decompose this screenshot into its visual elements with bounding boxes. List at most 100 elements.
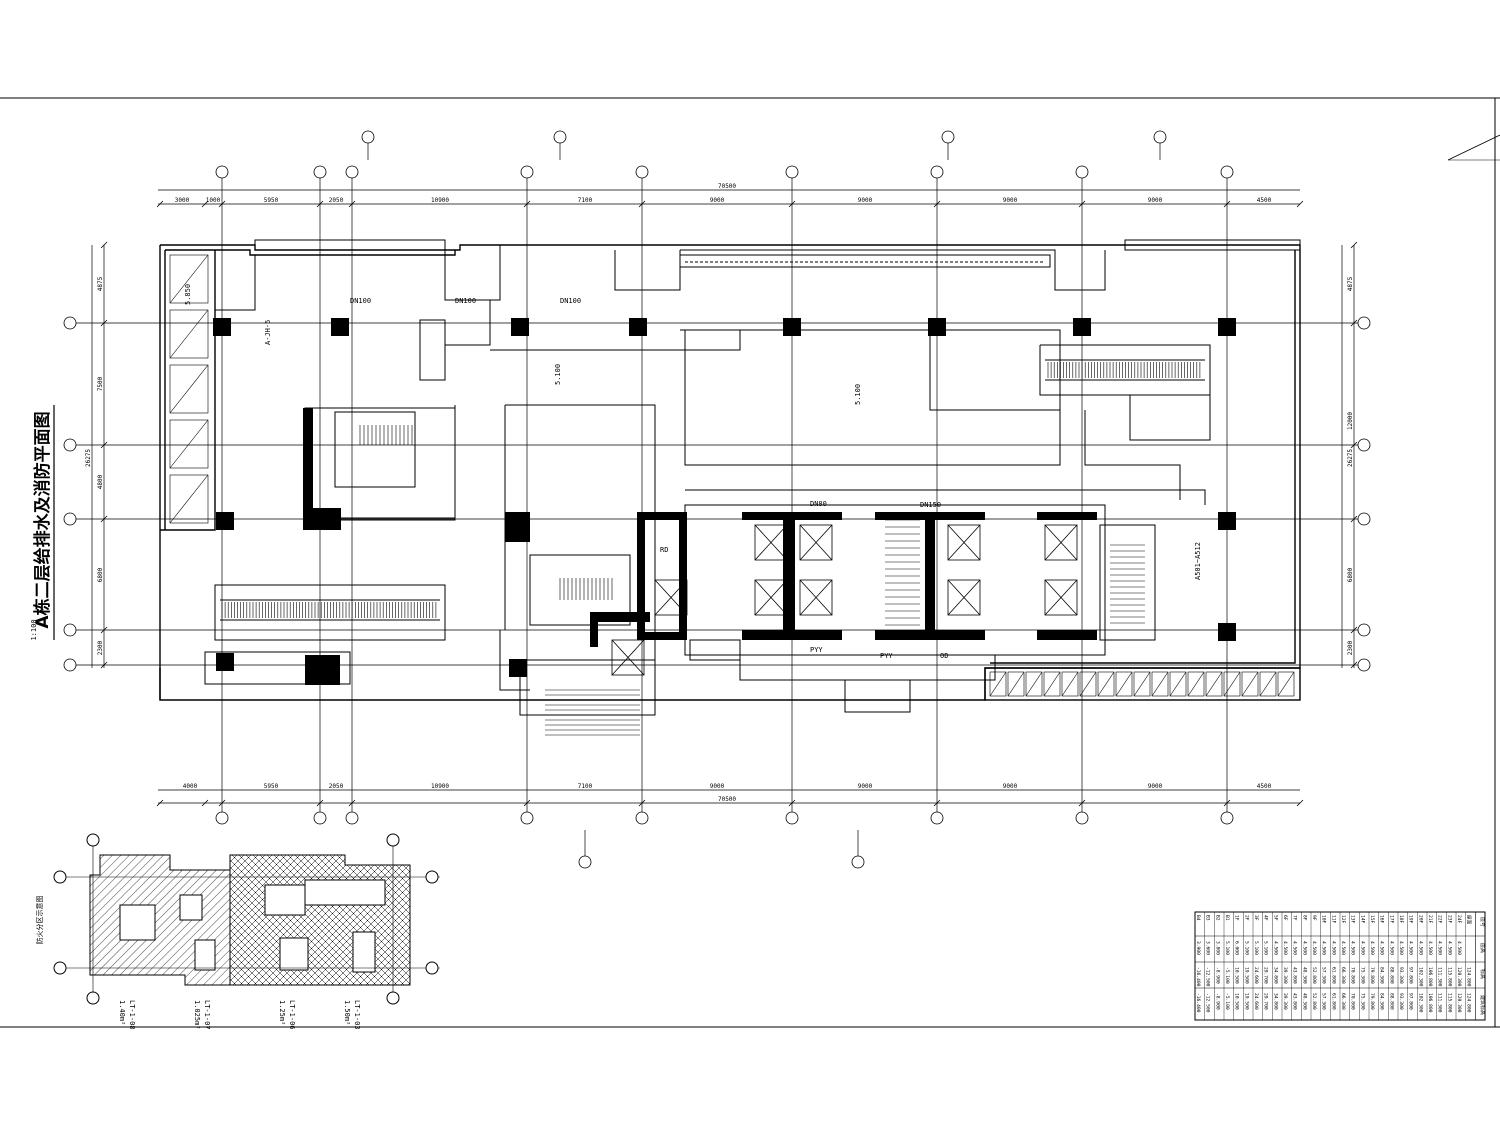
table-cell: 34.800 (1272, 993, 1278, 1010)
zone-name: LT-1-07 (203, 1000, 211, 1030)
table-cell: 3.800 (1214, 941, 1220, 955)
table-cell: B2 (1214, 915, 1220, 921)
column (629, 318, 647, 336)
table-cell: 12F (1340, 915, 1346, 924)
table-cell: 4.500 (1408, 941, 1414, 955)
axis-bubble (215, 165, 229, 179)
elevator-car (611, 639, 645, 676)
table-cell: 57.300 (1321, 993, 1327, 1010)
section-bubble (578, 855, 592, 869)
column (783, 318, 801, 336)
table-cell: 6.000 (1234, 941, 1240, 955)
label-dn80: DN80 (810, 500, 827, 508)
section-bubble (941, 130, 955, 144)
table-cell: 106.800 (1427, 993, 1433, 1013)
grid-axis-bubbles (63, 130, 1371, 869)
table-cell: 3F (1253, 915, 1259, 921)
elevator-car (799, 579, 833, 616)
table-cell: 111.300 (1437, 967, 1443, 987)
elevator-cars (611, 524, 1078, 676)
plan-title: A栋二层给排水及消防平面图 (32, 411, 53, 628)
table-cell: 10F (1321, 915, 1327, 924)
table-cell: 4F (1263, 915, 1269, 921)
grid-lines-vertical (221, 175, 1228, 815)
dim-left: 7500 (97, 376, 104, 391)
elevator-car (799, 524, 833, 561)
table-cell: 39.300 (1282, 967, 1288, 984)
table-cell: 102.300 (1417, 993, 1423, 1013)
overall-dim-bottom: 70500 (718, 796, 736, 803)
dim-right: 4875 (1347, 276, 1354, 291)
stairs-and-escalators (221, 362, 1201, 736)
zone-name: LT-1-08 (128, 1000, 136, 1030)
table-cell: 4.500 (1330, 941, 1336, 955)
table-cell: 4.500 (1369, 941, 1375, 955)
table-cell: 97.800 (1408, 967, 1414, 984)
table-cell: 15F (1369, 915, 1375, 924)
table-cell: -8.900 (1214, 967, 1220, 984)
label-dn100-b: DN100 (350, 297, 371, 305)
table-cell: 70.800 (1350, 993, 1356, 1010)
axis-bubble (635, 811, 649, 825)
table-cell: 4.500 (1446, 941, 1452, 955)
table-cell: 5.100 (1224, 941, 1230, 955)
grid-lines-horizontal (72, 322, 1362, 666)
axis-bubble (1357, 438, 1371, 452)
column (928, 318, 946, 336)
table-cell: -12.500 (1205, 993, 1211, 1013)
table-cell: 4.500 (1456, 941, 1462, 955)
elevator-car (1044, 524, 1078, 561)
table-cell: 1F (1234, 915, 1240, 921)
axis-bubble (520, 165, 534, 179)
axis-bubble (930, 811, 944, 825)
zone-area: 1.25m² (278, 1000, 286, 1025)
table-cell: 4.500 (1340, 941, 1346, 955)
axis-bubble (635, 165, 649, 179)
key-plan-title: 防火分区示意图 (35, 896, 44, 945)
column (331, 318, 349, 336)
table-cell: 19F (1408, 915, 1414, 924)
label-hose-ref: A501~A512 (1194, 542, 1202, 580)
dim-top: 9000 (710, 197, 725, 204)
dim-bottom: 9000 (1003, 783, 1018, 790)
table-cell: 10.500 (1234, 993, 1240, 1010)
dim-top: 9000 (1003, 197, 1018, 204)
dimension-lines (91, 189, 1355, 804)
label-pyy-2: PYY (880, 652, 893, 660)
facade-glazing (169, 254, 1295, 697)
axis-bubble (345, 165, 359, 179)
axis-bubble (930, 165, 944, 179)
table-cell: 4.500 (1379, 941, 1385, 955)
table-cell: 61.800 (1330, 967, 1336, 984)
elevator-car (754, 579, 788, 616)
table-cell: -8.900 (1214, 993, 1220, 1010)
zone-area: 1.50m² (343, 1000, 351, 1025)
table-cell: 2F (1243, 915, 1249, 921)
interior-walls (204, 239, 1301, 716)
axis-bubble (63, 623, 77, 637)
dim-right: 2300 (1347, 640, 1354, 655)
table-cell: 4.500 (1427, 941, 1433, 955)
dim-bottom: 4000 (183, 783, 198, 790)
table-cell: 115.800 (1446, 967, 1452, 987)
column (511, 318, 529, 336)
table-cell: 48.300 (1301, 993, 1307, 1010)
table-cell: 19.500 (1243, 993, 1249, 1010)
table-cell: 120.300 (1456, 967, 1462, 987)
label-dn150: DN150 (920, 501, 941, 509)
elevator-car (654, 579, 688, 616)
sheet-frame (0, 97, 1500, 1028)
dim-top: 9000 (1148, 197, 1163, 204)
axis-bubble (785, 165, 799, 179)
dim-right: 12000 (1347, 412, 1354, 430)
plan-scale: 1:100 (30, 619, 38, 640)
table-cell: 52.800 (1311, 993, 1317, 1010)
table-header: 建筑标高 (1479, 995, 1486, 1015)
table-cell: 115.800 (1446, 993, 1452, 1013)
column (216, 512, 234, 530)
table-cell: 43.800 (1292, 993, 1298, 1010)
axis-bubble (1220, 811, 1234, 825)
table-cell: 29.700 (1263, 993, 1269, 1010)
